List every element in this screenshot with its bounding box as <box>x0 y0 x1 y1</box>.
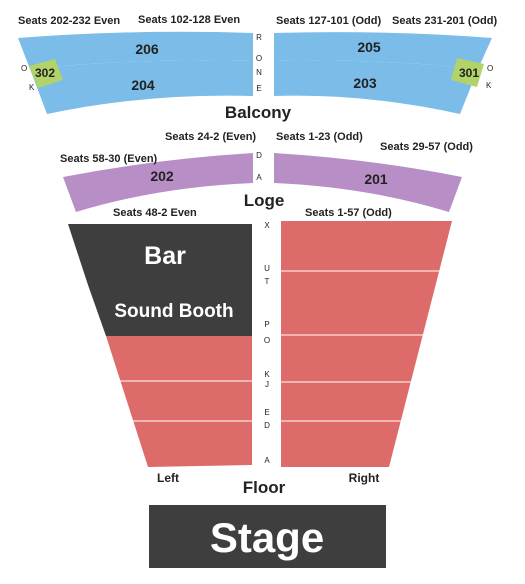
section-204[interactable] <box>30 60 253 114</box>
balcony-aisle-row-r: R <box>256 33 262 42</box>
bar-label: Bar <box>144 242 186 270</box>
floor-aisle-row-p: P <box>264 320 269 329</box>
loge-note-far-left: Seats 58-30 (Even) <box>60 153 158 165</box>
balcony-title: Balcony <box>225 103 292 122</box>
stage-area: Stage <box>149 505 386 568</box>
floor-aisle-row-j: J <box>265 380 269 389</box>
section-204-label: 204 <box>131 77 155 93</box>
balcony-aisle-row-n: N <box>256 68 262 77</box>
section-302-label: 302 <box>35 66 55 80</box>
section-201[interactable] <box>274 153 462 212</box>
floor-aisle-row-k: K <box>264 370 270 379</box>
section-301[interactable] <box>451 58 484 87</box>
floor-aisle-row-d: D <box>264 421 270 430</box>
section-301-label: 301 <box>459 66 479 80</box>
balcony-aisle-row-o: O <box>256 54 262 63</box>
balcony-note-far-right: Seats 231-201 (Odd) <box>392 15 497 27</box>
floor-right-label: Right <box>349 471 380 485</box>
floor-aisle-row-a: A <box>264 456 270 465</box>
section-202-label: 202 <box>150 168 174 184</box>
balcony-area: Seats 202-232 Even Seats 102-128 Even Se… <box>18 14 497 122</box>
floor-note-right: Seats 1-57 (Odd) <box>305 207 392 219</box>
loge-note-center-right: Seats 1-23 (Odd) <box>276 131 363 143</box>
floor-aisle-row-o: O <box>264 336 270 345</box>
floor-right-section[interactable] <box>281 221 452 467</box>
section-206-label: 206 <box>135 41 159 57</box>
section-203[interactable] <box>274 60 478 114</box>
balcony-note-center-right: Seats 127-101 (Odd) <box>276 15 381 27</box>
section-205[interactable] <box>274 32 492 69</box>
balcony-aisle-row-e: E <box>256 84 261 93</box>
box-301-row-k: K <box>486 81 492 90</box>
loge-note-center-left: Seats 24-2 (Even) <box>165 131 256 143</box>
section-201-label: 201 <box>364 171 388 187</box>
floor-aisle-row-e: E <box>264 408 269 417</box>
stage-label: Stage <box>210 514 324 561</box>
balcony-note-center-left: Seats 102-128 Even <box>138 14 240 26</box>
box-302-row-k: K <box>29 83 35 92</box>
sound-booth-label: Sound Booth <box>114 301 233 322</box>
floor-left-label: Left <box>157 471 179 485</box>
section-202[interactable] <box>63 153 253 212</box>
loge-aisle-row-d: D <box>256 151 262 160</box>
floor-left-section[interactable] <box>106 336 252 467</box>
floor-area: Seats 48-2 Even Seats 1-57 (Odd) Bar Sou… <box>68 207 452 497</box>
section-205-label: 205 <box>357 39 381 55</box>
bar-area <box>68 224 252 285</box>
box-302-row-o: O <box>21 64 27 73</box>
stage-block <box>149 505 386 568</box>
loge-aisle-row-a: A <box>256 173 262 182</box>
loge-area: Seats 58-30 (Even) Seats 24-2 (Even) Sea… <box>60 131 473 212</box>
floor-aisle-row-u: U <box>264 264 270 273</box>
floor-note-left: Seats 48-2 Even <box>113 207 197 219</box>
section-206[interactable] <box>18 31 253 69</box>
sound-booth-area <box>88 285 252 336</box>
box-301-row-o: O <box>487 64 493 73</box>
section-302[interactable] <box>29 59 63 88</box>
section-203-label: 203 <box>353 75 377 91</box>
loge-note-far-right: Seats 29-57 (Odd) <box>380 141 473 153</box>
loge-title: Loge <box>244 191 285 210</box>
floor-title: Floor <box>243 478 286 497</box>
floor-aisle-row-t: T <box>265 277 270 286</box>
floor-aisle-row-x: X <box>264 221 270 230</box>
balcony-note-far-left: Seats 202-232 Even <box>18 15 120 27</box>
